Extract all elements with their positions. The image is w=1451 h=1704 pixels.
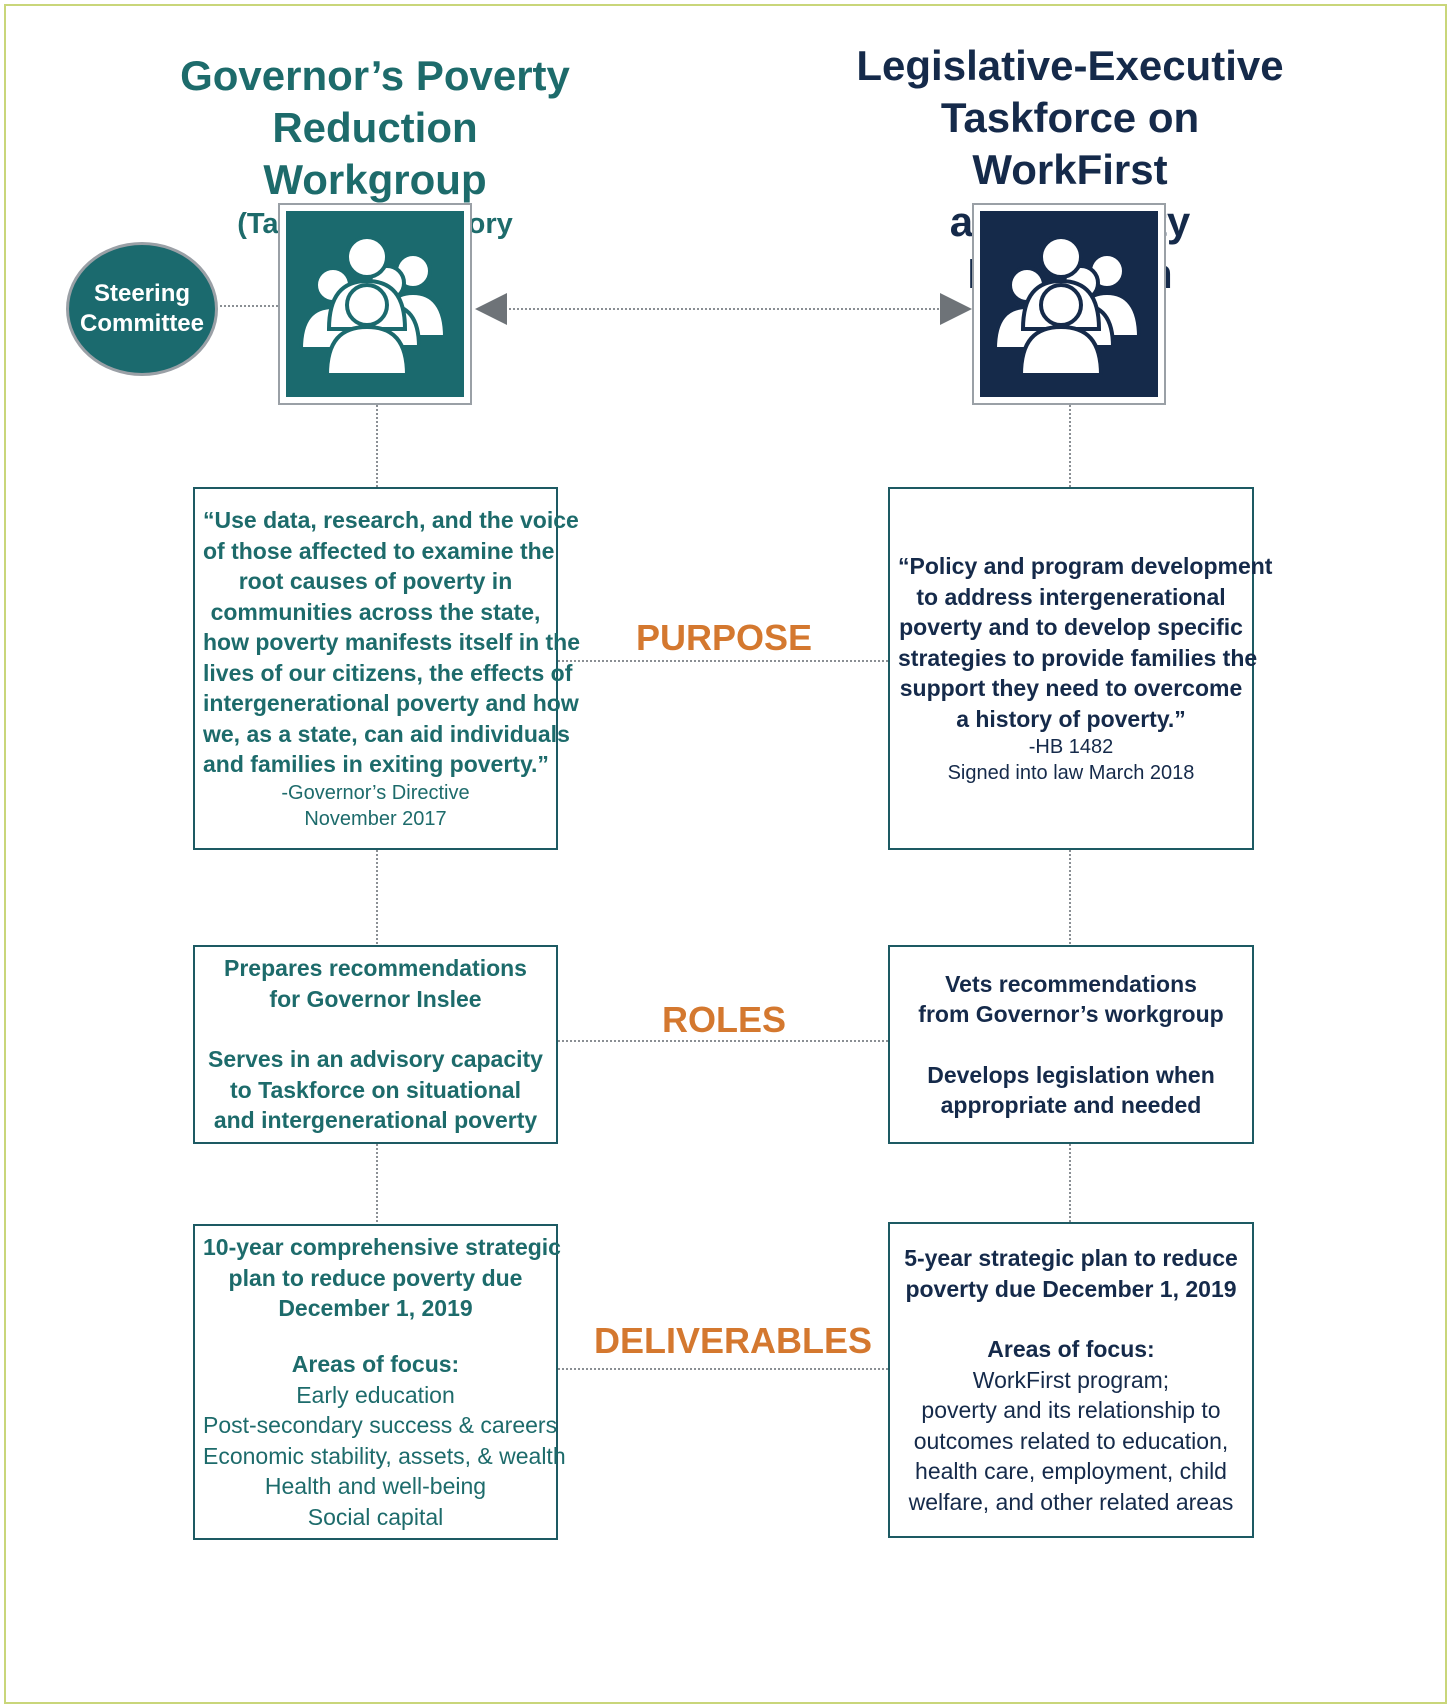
- taskforce-title-line-2: Taskforce on WorkFirst: [940, 94, 1200, 193]
- purpose-quote-line: strategies to provide families the: [898, 644, 1258, 671]
- roles-line: Prepares recommendations: [224, 955, 527, 982]
- group-people-icon: [298, 235, 448, 377]
- roles-line: Vets recommendations: [945, 970, 1197, 997]
- purpose-date: Signed into law March 2018: [947, 762, 1195, 784]
- focus-item: Early education: [296, 1381, 455, 1408]
- roles-label: ROLES: [661, 999, 786, 1040]
- roles-line: Develops legislation when: [927, 1061, 1215, 1088]
- purpose-quote-line: communities across the state,: [210, 598, 541, 625]
- purpose-quote-line: of those affected to examine the: [203, 537, 555, 564]
- purpose-date: November 2017: [304, 807, 447, 830]
- focus-item: welfare, and other related areas: [908, 1488, 1234, 1515]
- focus-item: Social capital: [307, 1503, 444, 1530]
- steering-label-line-2: Committee: [79, 310, 205, 337]
- roles-line: for Governor Inslee: [269, 985, 482, 1012]
- purpose-quote-line: poverty and to develop specific: [899, 614, 1243, 640]
- steering-committee-node: Steering Committee: [66, 242, 218, 376]
- steering-label-line-1: Steering: [93, 280, 191, 307]
- deliverables-heading-line: 10-year comprehensive strategic: [203, 1234, 561, 1260]
- purpose-quote-line: we, as a state, can aid individuals: [203, 720, 570, 747]
- roles-line: Serves in an advisory capacity: [208, 1046, 543, 1073]
- focus-item: WorkFirst program;: [972, 1366, 1170, 1393]
- connector-lines: [220, 293, 1071, 1370]
- taskforce-purpose-box: “Policy and program development to addre…: [888, 487, 1273, 850]
- purpose-quote-line: intergenerational poverty and how: [203, 690, 579, 717]
- workgroup-purpose-box: “Use data, research, and the voice of th…: [193, 487, 581, 850]
- focus-item: Post-secondary success & careers: [203, 1412, 558, 1438]
- roles-line: from Governor’s workgroup: [918, 1001, 1224, 1027]
- workgroup-title-line-1: Governor’s Poverty: [180, 52, 570, 99]
- focus-item: Economic stability, assets, & wealth: [203, 1442, 566, 1469]
- purpose-quote-line: and families in exiting poverty.”: [203, 751, 549, 778]
- taskforce-roles-box: Vets recommendations from Governor’s wor…: [888, 945, 1254, 1144]
- group-people-icon: [992, 235, 1142, 377]
- deliverables-heading-line: December 1, 2019: [278, 1295, 473, 1321]
- purpose-label: PURPOSE: [635, 617, 813, 658]
- taskforce-icon-box: [972, 203, 1166, 405]
- taskforce-deliverables-box: 5-year strategic plan to reduce poverty …: [888, 1222, 1254, 1538]
- focus-item: outcomes related to education,: [913, 1427, 1229, 1454]
- workgroup-deliverables-box: 10-year comprehensive strategic plan to …: [193, 1224, 566, 1540]
- focus-label: Areas of focus:: [987, 1336, 1155, 1362]
- purpose-quote-line: “Use data, research, and the voice: [203, 507, 579, 534]
- purpose-quote-line: how poverty manifests itself in the: [203, 629, 581, 656]
- taskforce-title-line-1: Legislative-Executive: [856, 42, 1284, 89]
- focus-item: Health and well-being: [264, 1473, 487, 1499]
- purpose-quote-line: support they need to overcome: [899, 675, 1243, 701]
- purpose-quote-line: to address intergenerational: [916, 583, 1226, 610]
- focus-item: health care, employment, child: [915, 1458, 1227, 1484]
- workgroup-roles-box: Prepares recommendations for Governor In…: [193, 945, 558, 1144]
- deliverables-heading-line: 5-year strategic plan to reduce: [904, 1245, 1238, 1271]
- purpose-quote-line: “Policy and program development: [898, 553, 1273, 579]
- workgroup-icon-box: [278, 203, 472, 405]
- arrow-left-icon: [475, 293, 507, 325]
- purpose-source: -Governor’s Directive: [281, 781, 470, 804]
- workgroup-title-line-2: Reduction Workgroup: [263, 104, 487, 203]
- focus-item: poverty and its relationship to: [921, 1397, 1221, 1423]
- arrow-right-icon: [940, 293, 972, 325]
- roles-line: and intergenerational poverty: [213, 1107, 538, 1134]
- purpose-quote-line: lives of our citizens, the effects of: [203, 659, 573, 686]
- deliverables-label: DELIVERABLES: [594, 1320, 873, 1361]
- deliverables-heading-line: plan to reduce poverty due: [228, 1264, 523, 1291]
- roles-line: to Taskforce on situational: [230, 1076, 521, 1103]
- purpose-source: -HB 1482: [1028, 736, 1114, 758]
- purpose-quote-line: root causes of poverty in: [238, 568, 513, 595]
- purpose-quote-line: a history of poverty.”: [956, 705, 1186, 732]
- focus-label: Areas of focus:: [291, 1351, 460, 1377]
- deliverables-heading-line: poverty due December 1, 2019: [905, 1275, 1237, 1302]
- roles-line: appropriate and needed: [940, 1092, 1202, 1118]
